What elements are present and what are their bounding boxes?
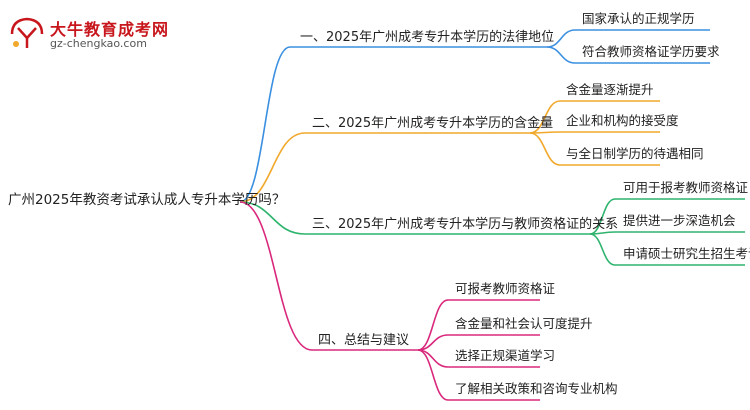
branch-4-label: 四、总结与建议 xyxy=(318,333,410,348)
branch-4-leaf-3: 选择正规渠道学习 xyxy=(455,348,556,363)
branch-1-label: 一、2025年广州成考专升本学历的法律地位 xyxy=(300,30,555,45)
branch-4-leaf-1: 可报考教师资格证 xyxy=(455,281,556,296)
branch-4-leaf-2: 含金量和社会认可度提升 xyxy=(455,316,593,331)
logo-title: 大牛教育成考网 xyxy=(50,20,170,39)
branch-3-curve xyxy=(239,201,306,235)
branch-4-leaf-1-curve xyxy=(417,299,449,351)
logo-url: gz-chengkao.com xyxy=(50,37,147,50)
branch-1-leaf-1: 国家承认的正规学历 xyxy=(582,11,695,26)
branch-2-leaf-3-curve xyxy=(529,132,561,166)
branch-2-curve xyxy=(239,132,306,203)
branch-3-leaf-3-curve xyxy=(589,233,616,266)
branch-1-curve xyxy=(239,46,291,203)
branch-3-leaf-1: 可用于报考教师资格证 xyxy=(623,180,749,195)
niu-logo-icon xyxy=(10,17,44,48)
branch-2-leaf-1: 含金量逐渐提升 xyxy=(566,82,654,97)
logo: 大牛教育成考网 gz-chengkao.com xyxy=(8,14,183,52)
branch-2-leaf-3: 与全日制学历的待遇相同 xyxy=(566,146,704,161)
branch-3-label: 三、2025年广州成考专升本学历与教师资格证的关系 xyxy=(312,217,619,232)
branch-3-leaf-2: 提供进一步深造机会 xyxy=(623,213,736,228)
root-question: 广州2025年教资考试承认成人专升本学历吗？ xyxy=(8,192,286,208)
branch-2-leaf-1-curve xyxy=(529,100,561,134)
branch-1-leaf-2: 符合教师资格证学历要求 xyxy=(582,44,720,59)
branch-2-leaf-2: 企业和机构的接受度 xyxy=(566,113,679,128)
branch-1-leaf-2-curve xyxy=(546,46,576,64)
branch-4-leaf-4-curve xyxy=(417,349,449,401)
branch-3-leaf-1-curve xyxy=(589,198,616,235)
branch-2-label: 二、2025年广州成考专升本学历的含金量 xyxy=(312,116,554,131)
branch-4-leaf-4: 了解相关政策和咨询专业机构 xyxy=(455,381,618,396)
branch-4-curve xyxy=(239,201,313,351)
branch-3-leaf-3: 申请硕士研究生招生考试 xyxy=(623,246,750,261)
